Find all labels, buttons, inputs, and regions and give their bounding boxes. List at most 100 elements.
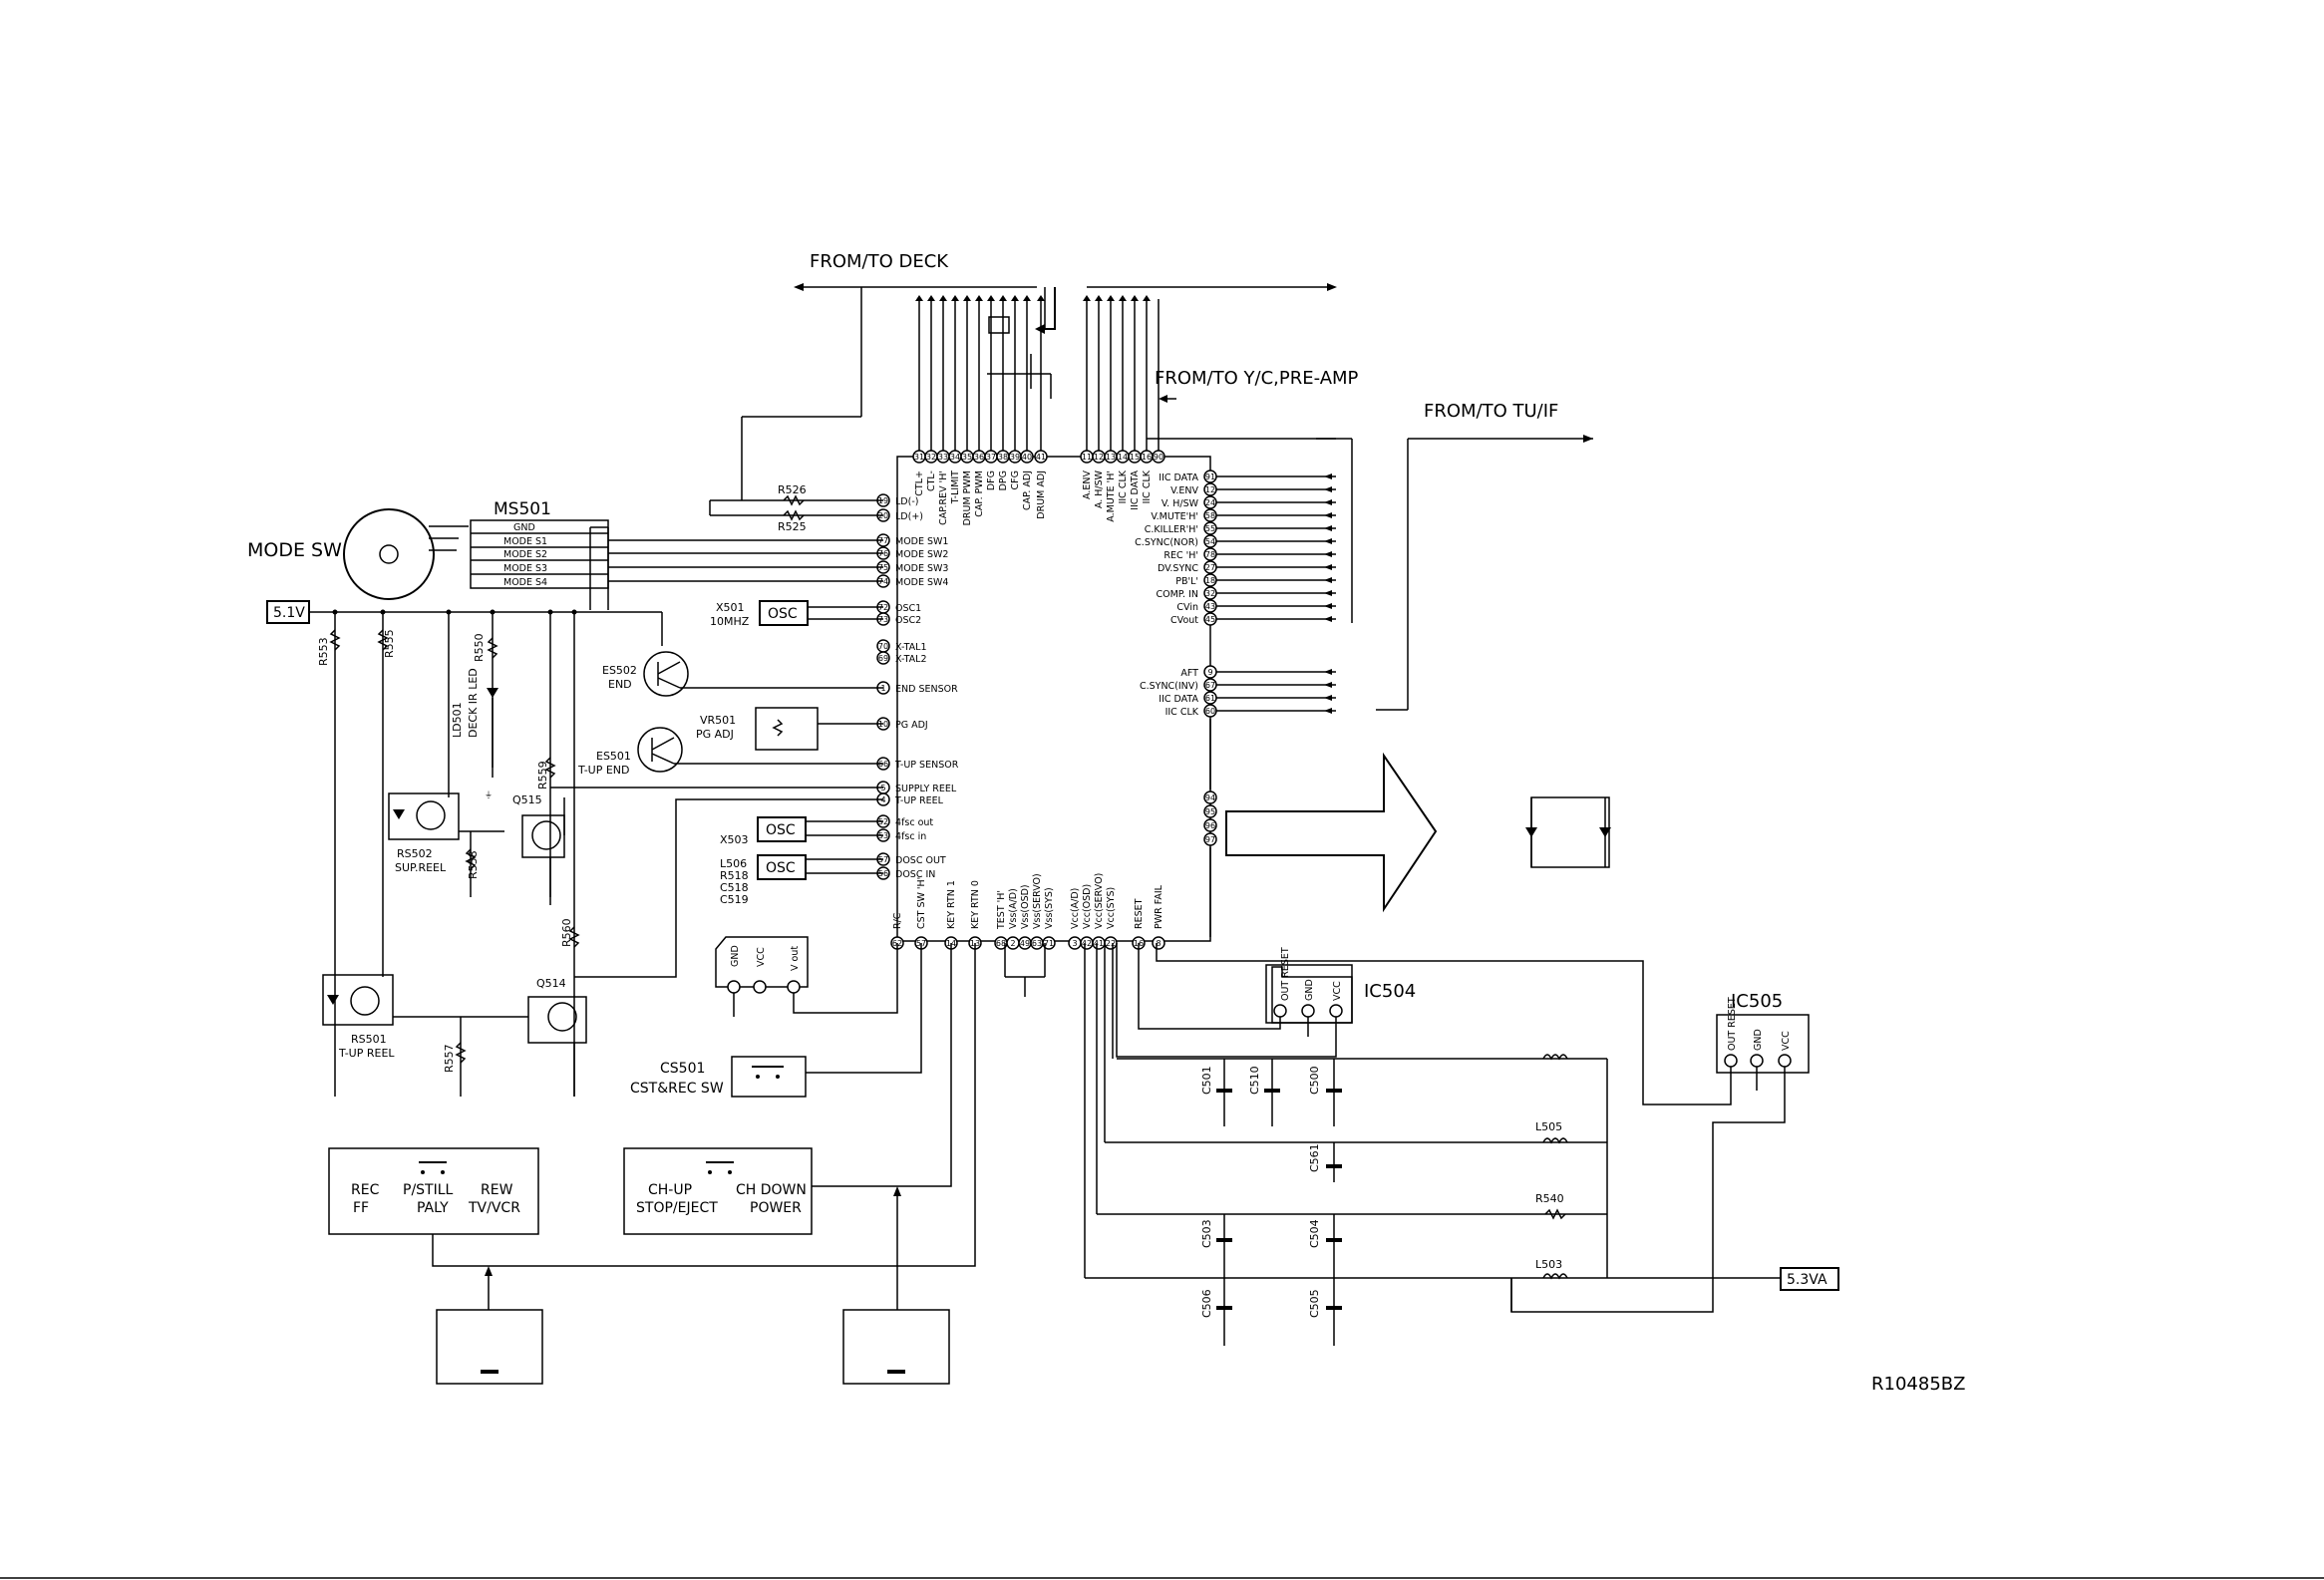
resistor-icon — [544, 757, 556, 779]
pin-label: MODE SW4 — [895, 577, 948, 588]
pin-number: 22 — [1106, 939, 1116, 948]
arrow-icon — [1324, 590, 1332, 596]
transistor-icon — [531, 820, 561, 850]
ld-resistors: R526 R525 — [709, 483, 883, 533]
ic-pin: 61 — [1203, 691, 1217, 705]
pin-label: Vss(A/D) — [1008, 888, 1019, 929]
c504-label: C504 — [1308, 1219, 1321, 1248]
capacitor-icon — [1216, 1238, 1232, 1242]
key-paly[interactable]: PALY — [417, 1200, 449, 1216]
pin-number: 33 — [938, 453, 948, 462]
key-power[interactable]: POWER — [750, 1200, 802, 1216]
ic-pin: 70 — [876, 639, 890, 653]
arrow-icon — [1324, 512, 1332, 518]
c518-label: C518 — [720, 881, 749, 894]
key-tvvcr[interactable]: TV/VCR — [468, 1200, 520, 1216]
yc-bus — [1147, 395, 1353, 623]
resistor-icon — [1544, 1208, 1566, 1220]
x501-freq: 10MHZ — [710, 615, 750, 628]
ic-pin: 9 — [1203, 665, 1217, 679]
ic-pin: 18 — [1203, 573, 1217, 587]
es501-label: ES501 — [596, 750, 631, 763]
pin-label: CVin — [1176, 602, 1198, 613]
pin-label: X-TAL1 — [895, 642, 927, 653]
ir-vout: V out — [790, 946, 801, 971]
ic-pin: 55 — [1203, 521, 1217, 535]
pin-label: IIC CLK — [1142, 470, 1153, 503]
ic-pin: 40 — [1020, 450, 1034, 464]
ic-pin: 3 — [1068, 936, 1082, 950]
capacitor-icon — [1216, 1089, 1232, 1093]
ic-pin: 22 — [1104, 936, 1118, 950]
pin-label: DFG — [986, 471, 997, 490]
osc-label: OSC — [768, 606, 798, 622]
pin-number: 90 — [1154, 453, 1163, 462]
ic-pin: 16 — [1140, 450, 1154, 464]
data-bus-arrow — [1225, 752, 1438, 913]
pin-number: 14 — [1118, 453, 1128, 462]
arrow-up-icon — [999, 295, 1007, 301]
pin-number: 95 — [1205, 807, 1215, 816]
pin-number: 37 — [986, 453, 996, 462]
pin-label: MODE SW1 — [895, 536, 948, 547]
drawing-number: R10485BZ — [1871, 1374, 1965, 1395]
r518-label: R518 — [720, 869, 749, 882]
supply-5v3va-box — [1780, 1267, 1839, 1291]
pin-number: 9 — [1207, 668, 1212, 677]
ic-pin: 38 — [996, 450, 1010, 464]
pin-label: CAP. ADJ — [1022, 471, 1033, 510]
ic-pin: 71 — [1042, 936, 1056, 950]
pin-number: 54 — [1205, 537, 1215, 546]
resistor-icon — [783, 494, 805, 506]
inductor-icon — [1542, 1137, 1568, 1144]
pin-number: 18 — [1205, 576, 1215, 585]
ic-pin: 15 — [1128, 450, 1142, 464]
pin-label: KEY RTN 1 — [946, 880, 957, 929]
pin-number: 16 — [1142, 453, 1152, 462]
key-stopeject[interactable]: STOP/EJECT — [636, 1200, 718, 1216]
ir-receiver: GND VCC V out — [715, 936, 898, 1017]
pin-number: 71 — [1044, 939, 1054, 948]
key-pstill[interactable]: P/STILL — [403, 1182, 454, 1198]
pin-number: 69 — [878, 654, 888, 663]
pin-label: CAP.REV 'H' — [938, 471, 949, 525]
key-chup[interactable]: CH-UP — [648, 1182, 692, 1198]
pin-label: IIC DATA — [1130, 471, 1141, 510]
pin-label: IIC CLK — [1118, 470, 1129, 503]
ic-pin: 34 — [948, 450, 962, 464]
ic-pin: 12 — [1203, 482, 1217, 496]
pin-number: 67 — [1205, 681, 1215, 690]
key-ff[interactable]: FF — [353, 1200, 369, 1216]
pin-label: Vcc(SYS) — [1106, 887, 1117, 929]
x501-label: X501 — [716, 601, 745, 614]
pin-number: 55 — [1205, 524, 1215, 533]
arrow-icon — [1324, 551, 1332, 557]
ic-pin: 41 — [1092, 936, 1106, 950]
ic505: IC505 OUT RESET GND VCC — [1156, 943, 1810, 1313]
vr501-sub: PG ADJ — [696, 728, 734, 741]
pin-label: COMP. IN — [1156, 589, 1198, 600]
capacitor-icon — [1326, 1164, 1342, 1168]
ic-pin: 37 — [984, 450, 998, 464]
arrow-icon — [1035, 324, 1045, 334]
q515-label: Q515 — [512, 793, 542, 806]
key-chdown[interactable]: CH DOWN — [736, 1182, 807, 1198]
c501-label: C501 — [1200, 1066, 1213, 1095]
r550-label: R550 — [473, 633, 486, 662]
ic-pin: 39 — [1008, 450, 1022, 464]
pin-label: CFG — [1010, 471, 1021, 489]
arrow-up-icon — [1023, 295, 1031, 301]
r558-label: R558 — [467, 850, 480, 879]
tup-reel-line — [574, 798, 883, 978]
r555-label: R555 — [383, 629, 396, 658]
key-rec[interactable]: REC — [351, 1182, 380, 1198]
key-rew[interactable]: REW — [481, 1182, 513, 1198]
pin-label: DRUM ADJ — [1036, 471, 1047, 519]
pin-label: END SENSOR — [895, 684, 958, 695]
phototransistor-icon — [350, 986, 380, 1016]
q514-label: Q514 — [536, 977, 566, 990]
pin-number: 36 — [974, 453, 984, 462]
ic-pin: 69 — [876, 651, 890, 665]
